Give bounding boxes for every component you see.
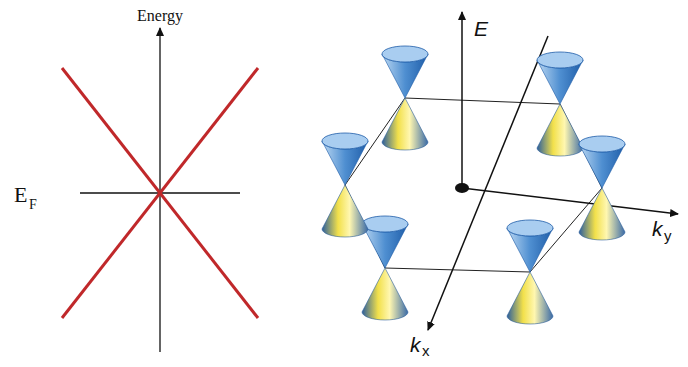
- ky-axis: [462, 188, 678, 214]
- axis-label: k: [410, 334, 421, 355]
- gamma-point: [455, 183, 469, 193]
- cone-top: [537, 52, 583, 68]
- fermi-subscript: F: [29, 198, 37, 212]
- dirac-cones: [322, 12, 678, 330]
- energy-axis: [461, 12, 463, 188]
- cone-top: [382, 46, 428, 62]
- zone-edge: [385, 268, 530, 272]
- zone-edge: [405, 98, 560, 104]
- valence-cone: [362, 268, 408, 320]
- cone-top: [362, 216, 408, 232]
- cone-top: [507, 220, 553, 236]
- valence-cone: [322, 185, 368, 237]
- axis-subscript: y: [664, 228, 672, 243]
- axis-label: k: [652, 218, 663, 239]
- fermi-label: E: [14, 184, 27, 206]
- valence-cone: [537, 104, 583, 156]
- valence-cone: [382, 98, 428, 150]
- axis-subscript: x: [422, 343, 430, 358]
- cone-top: [579, 136, 625, 152]
- valence-cone: [579, 188, 625, 240]
- dispersion-plot: [62, 28, 258, 352]
- axis-label: E: [474, 18, 488, 39]
- cone-top: [322, 133, 368, 149]
- axis-label: Energy: [137, 8, 183, 24]
- valence-cone: [507, 272, 553, 324]
